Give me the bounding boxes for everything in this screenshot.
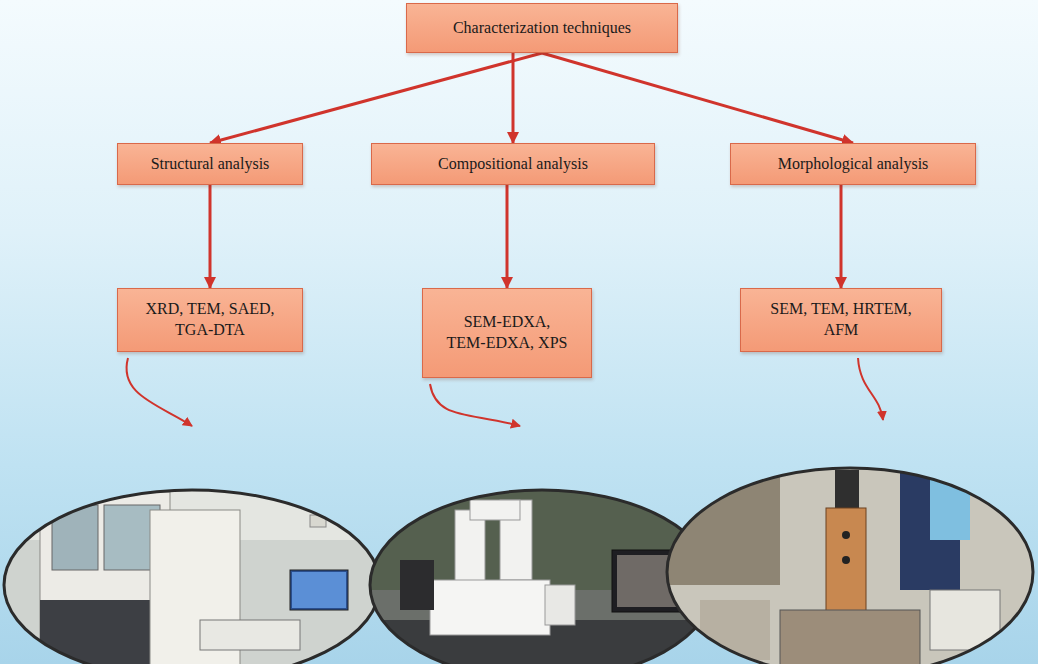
technique-box: XRD, TEM, SAED, TGA-DTA — [117, 288, 303, 352]
box-label: Compositional analysis — [426, 148, 600, 181]
tem-photo — [660, 465, 1038, 664]
connector-arrow — [209, 185, 212, 288]
technique-box: SEM, TEM, HRTEM, AFM — [740, 288, 942, 352]
connector-arrow — [840, 185, 843, 288]
category-box: Morphological analysis — [730, 143, 976, 185]
connector-arrow — [506, 185, 509, 288]
category-box: Structural analysis — [117, 143, 303, 185]
box-label: SEM, TEM, HRTEM, AFM — [741, 293, 941, 347]
box-label: Structural analysis — [139, 148, 282, 181]
box-label: Characterization techniques — [441, 12, 643, 45]
connector-arrow — [542, 53, 853, 143]
box-label: Morphological analysis — [766, 148, 941, 181]
root-box: Characterization techniques — [406, 3, 678, 53]
xrd-photo — [0, 480, 390, 664]
connector-arrow — [512, 53, 515, 143]
leader-arrow — [858, 358, 883, 420]
technique-box: SEM-EDXA, TEM-EDXA, XPS — [422, 288, 592, 378]
box-label: SEM-EDXA, TEM-EDXA, XPS — [433, 306, 581, 360]
leader-arrow — [126, 358, 192, 426]
box-label: XRD, TEM, SAED, TGA-DTA — [118, 293, 302, 347]
category-box: Compositional analysis — [371, 143, 655, 185]
leader-arrow — [430, 384, 520, 426]
connector-arrow — [210, 53, 542, 143]
